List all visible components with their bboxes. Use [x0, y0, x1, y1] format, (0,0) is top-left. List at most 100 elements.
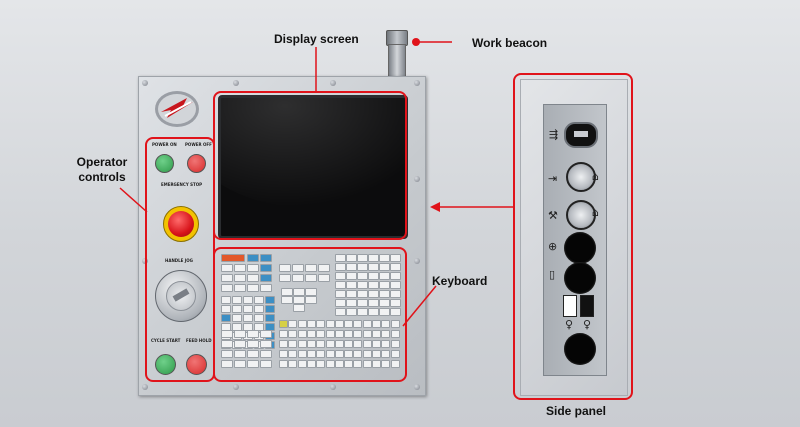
keyboard-key[interactable]: [346, 272, 357, 280]
keyboard-key[interactable]: [279, 330, 288, 338]
keyboard-key[interactable]: [265, 314, 275, 322]
keyboard-key[interactable]: [346, 299, 357, 307]
keyboard-key[interactable]: [344, 340, 354, 348]
keyboard-key[interactable]: [306, 330, 316, 338]
cycle-start-button[interactable]: [155, 354, 176, 375]
setup-mode-lock[interactable]: [566, 200, 596, 230]
keyboard-key[interactable]: [221, 274, 233, 282]
keyboard-key[interactable]: [265, 305, 275, 313]
key-lock-icon[interactable]: [566, 162, 596, 192]
keyboard-key[interactable]: [334, 320, 344, 328]
keyboard-key[interactable]: [362, 330, 372, 338]
keyboard-key[interactable]: [293, 288, 305, 296]
keyboard-key[interactable]: [390, 330, 400, 338]
network-port[interactable]: [564, 232, 596, 264]
switch-off[interactable]: [563, 295, 577, 317]
keyboard-key[interactable]: [293, 296, 305, 304]
reset-key[interactable]: [221, 254, 245, 262]
keyboard-key[interactable]: [357, 272, 368, 280]
keyboard-key[interactable]: [288, 340, 298, 348]
keyboard-key[interactable]: [260, 330, 272, 338]
keyboard-key[interactable]: [316, 350, 326, 358]
keyboard-key[interactable]: [288, 350, 298, 358]
keyboard-key[interactable]: [247, 350, 259, 358]
keyboard-key[interactable]: [353, 330, 363, 338]
keyboard-key[interactable]: [334, 340, 344, 348]
keyboard-key[interactable]: [292, 264, 304, 272]
keyboard-key[interactable]: [232, 296, 242, 304]
keyboard-key[interactable]: [335, 254, 346, 262]
keyboard-key[interactable]: [234, 350, 246, 358]
keyboard-key[interactable]: [335, 290, 346, 298]
keyboard-key[interactable]: [243, 305, 253, 313]
keyboard-key[interactable]: [362, 350, 372, 358]
keyboard-key[interactable]: [305, 274, 317, 282]
keyboard-key[interactable]: [346, 281, 357, 289]
keyboard-key[interactable]: [357, 263, 368, 271]
keyboard-key[interactable]: [281, 296, 293, 304]
keyboard-key[interactable]: [325, 320, 335, 328]
keyboard-key[interactable]: [390, 360, 400, 368]
keyboard-key[interactable]: [390, 340, 400, 348]
emergency-stop-button[interactable]: [163, 206, 199, 242]
keyboard-key[interactable]: [260, 340, 272, 348]
keyboard-key[interactable]: [362, 360, 372, 368]
keyboard-key[interactable]: [325, 340, 335, 348]
keyboard-key[interactable]: [353, 350, 363, 358]
keyboard-key[interactable]: [221, 264, 233, 272]
keyboard-key[interactable]: [344, 360, 354, 368]
keyboard-key[interactable]: [390, 350, 400, 358]
keyboard-key[interactable]: [381, 350, 391, 358]
lamp-socket[interactable]: [564, 333, 596, 365]
keyboard-key[interactable]: [293, 304, 305, 312]
keyboard-key[interactable]: [372, 350, 381, 358]
keyboard-key[interactable]: [357, 299, 368, 307]
keyboard-key[interactable]: [297, 340, 307, 348]
keyboard-key[interactable]: [260, 360, 272, 368]
keyboard-key[interactable]: [254, 314, 264, 322]
keyboard-key[interactable]: [247, 284, 259, 292]
keyboard-key[interactable]: [318, 264, 330, 272]
keyboard-key[interactable]: [260, 254, 272, 262]
keyboard-key[interactable]: [297, 360, 307, 368]
keyboard-key[interactable]: [325, 360, 335, 368]
keyboard-key[interactable]: [381, 360, 391, 368]
keyboard-key[interactable]: [390, 263, 401, 271]
keyboard-key[interactable]: [368, 308, 379, 316]
keyboard-key[interactable]: [372, 340, 381, 348]
keyboard-key[interactable]: [346, 254, 357, 262]
keyboard-key[interactable]: [368, 290, 379, 298]
keyboard-key[interactable]: [260, 264, 272, 272]
keyboard-key[interactable]: [390, 281, 401, 289]
keyboard-key[interactable]: [305, 288, 317, 296]
keyboard-key[interactable]: [379, 272, 390, 280]
keyboard-key[interactable]: [379, 290, 390, 298]
keyboard-key[interactable]: [325, 330, 335, 338]
keyboard-key[interactable]: [390, 320, 400, 328]
keyboard-key[interactable]: [243, 314, 253, 322]
keyboard-key[interactable]: [265, 296, 275, 304]
power-on-button[interactable]: [155, 154, 174, 173]
keyboard-key[interactable]: [390, 308, 401, 316]
keyboard-key[interactable]: [334, 360, 344, 368]
keyboard-key[interactable]: [372, 360, 381, 368]
keyboard-key[interactable]: [247, 360, 259, 368]
keyboard-key[interactable]: [346, 290, 357, 298]
keyboard-key[interactable]: [379, 308, 390, 316]
handle-jog-dial[interactable]: [155, 270, 207, 322]
keyboard-key[interactable]: [379, 281, 390, 289]
keyboard-key[interactable]: [379, 254, 390, 262]
keyboard-key[interactable]: [344, 330, 354, 338]
keyboard-key[interactable]: [279, 274, 291, 282]
keyboard-key[interactable]: [292, 274, 304, 282]
keyboard-key[interactable]: [221, 330, 233, 338]
keyboard-key[interactable]: [279, 350, 288, 358]
keyboard-key[interactable]: [234, 330, 246, 338]
keyboard-key[interactable]: [316, 360, 326, 368]
keyboard-key[interactable]: [381, 330, 391, 338]
keyboard-key[interactable]: [234, 264, 246, 272]
keyboard-key[interactable]: [335, 272, 346, 280]
usb-port-slot[interactable]: [564, 122, 598, 148]
keyboard-key[interactable]: [297, 330, 307, 338]
keyboard-key[interactable]: [288, 320, 298, 328]
